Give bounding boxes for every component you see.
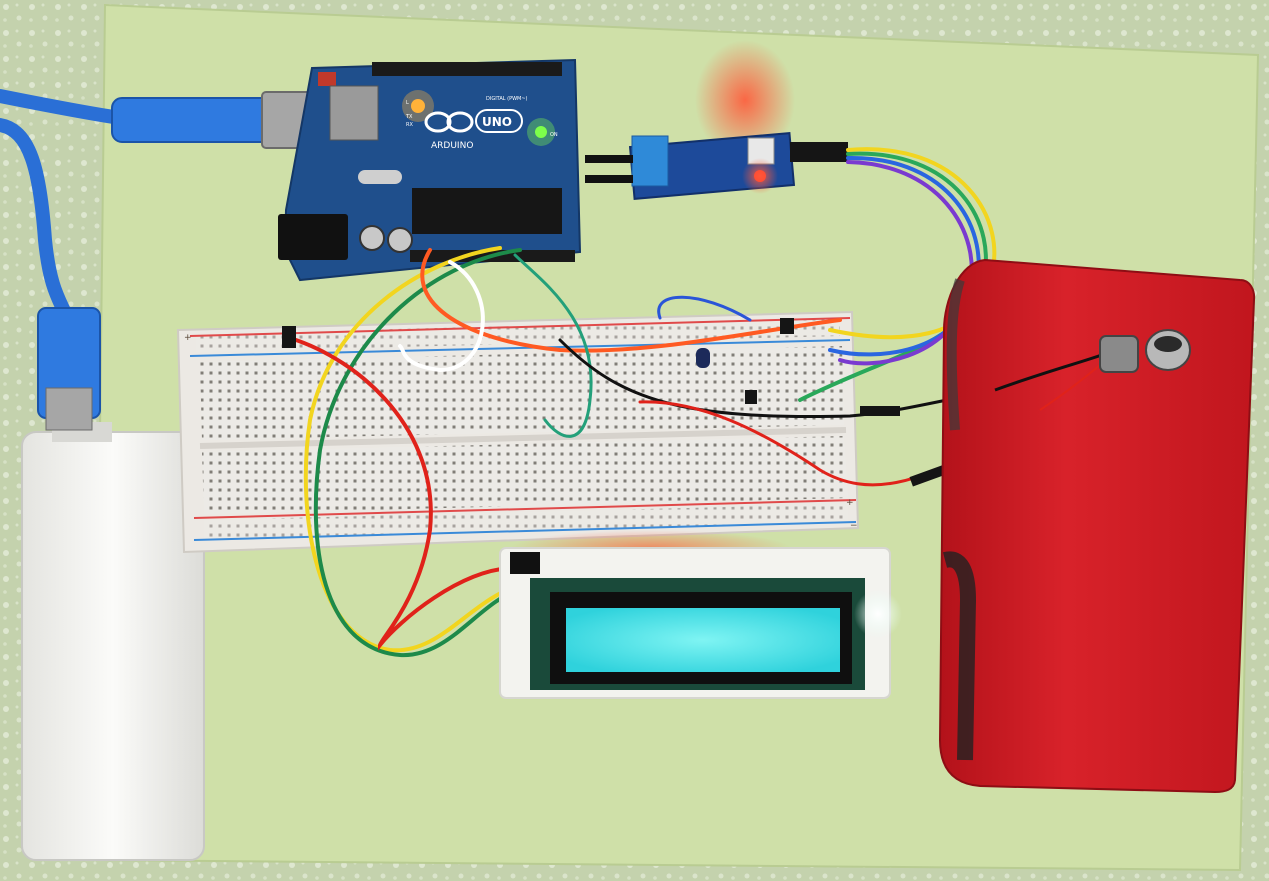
arduino-logo [424,111,474,133]
led-on-indicator [535,126,547,138]
dc-power-jack [278,214,348,260]
capacitor [696,348,710,368]
sound-sensor-module [585,40,848,200]
atmega-chip [412,188,562,234]
lcd-screen [566,608,840,672]
power-bank [21,422,205,861]
positive-rail-line [193,499,857,519]
negative-rail-line [193,521,857,541]
red-wire [288,336,514,651]
screw-terminal [631,135,669,187]
plus-marker: + [846,498,854,508]
digital-pwm-label: DIGITAL (PWM~) [486,96,528,102]
yellow-wire [303,246,522,653]
reset-button [318,72,336,86]
arduino-logo-text: ARDUINO [431,141,473,151]
digital-header [372,62,562,76]
uno-model-text: UNO [482,115,512,129]
microphone-sensor [994,329,1191,411]
white-wire [398,260,485,373]
arduino-uno-board: ARDUINO UNO DIGITAL (PWM~) ON L TX RX [278,58,582,282]
positive-rail-line [189,317,851,337]
black-wire [558,338,1002,418]
teal-wire [513,253,593,438]
green-wire [313,248,522,658]
phone-red-case [938,258,1256,794]
crystal [358,170,402,184]
breadboard-components [282,318,951,487]
capacitor [359,225,385,251]
led-l-indicator [411,99,425,113]
blue-wire [657,295,752,322]
orange-wire [420,248,842,353]
capacitor [387,227,413,253]
sensor-pin-header [790,142,848,162]
lcd-module [499,530,902,699]
rx-label: RX [406,122,413,128]
plus-marker: + [184,333,192,343]
minus-marker: − [850,521,858,531]
on-label: ON [550,132,558,138]
negative-rail-line [189,339,851,357]
tx-label: TX [405,114,413,120]
l-label: L [406,100,409,106]
